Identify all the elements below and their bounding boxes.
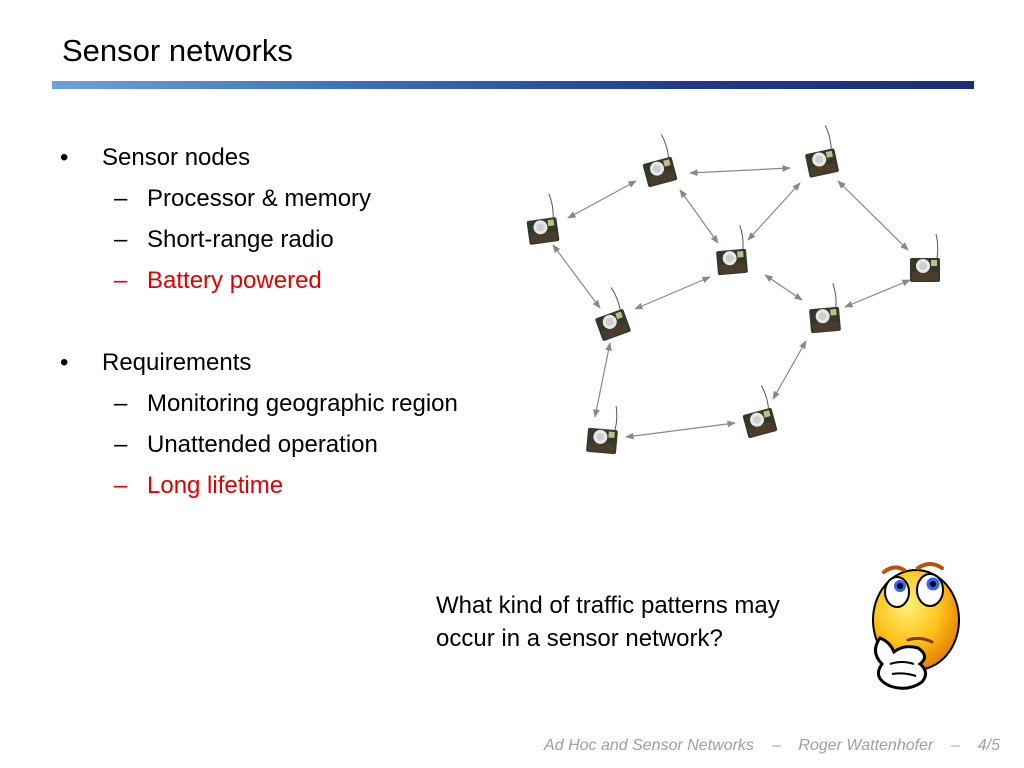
sub-item-label: Monitoring geographic region (147, 390, 458, 417)
link (837, 180, 909, 251)
link (844, 279, 911, 308)
dash-icon: – (114, 185, 128, 212)
bullet-label: Sensor nodes (102, 144, 251, 171)
sensor-node (585, 403, 621, 455)
sub-item-label: Short-range radio (147, 226, 334, 253)
sub-item-label: Battery powered (147, 267, 322, 294)
link (747, 182, 801, 241)
sensor-node (522, 192, 561, 246)
sensor-node (909, 233, 941, 283)
sensor-node (735, 383, 779, 439)
thinking-face-icon (872, 562, 960, 690)
links (552, 165, 911, 440)
sensor-node (586, 285, 632, 342)
link (625, 420, 736, 440)
sensor-node (799, 124, 840, 179)
dash-icon: – (114, 390, 128, 417)
sub-item-label: Processor & memory (147, 185, 372, 212)
footer-author: Roger Wattenhofer (798, 737, 934, 754)
sensor-node (806, 282, 842, 334)
link (567, 180, 637, 219)
question-line: What kind of traffic patterns may (436, 592, 780, 619)
dash-icon: – (114, 267, 128, 294)
link (772, 340, 807, 400)
sub-item-label: Long lifetime (147, 472, 284, 499)
discussion-question: What kind of traffic patterns may occur … (436, 589, 856, 655)
footer-separator: – (771, 737, 781, 754)
footer-separator: – (951, 737, 960, 754)
bullet-label: Requirements (102, 349, 252, 376)
page-number: 4/5 (977, 737, 1000, 754)
title-divider (52, 81, 974, 89)
dash-icon: – (114, 472, 128, 499)
link (689, 165, 791, 176)
question-line: occur in a sensor network? (436, 625, 723, 652)
bullet-icon: • (60, 349, 69, 376)
sensor-node (635, 132, 679, 188)
dash-icon: – (114, 431, 128, 458)
link (764, 274, 803, 301)
link (552, 244, 601, 309)
slide-title: Sensor networks (62, 33, 293, 68)
link (593, 342, 612, 418)
dash-icon: – (114, 226, 128, 253)
sensor-network-diagram (522, 124, 941, 455)
link (679, 189, 719, 244)
sub-item-label: Unattended operation (147, 431, 378, 458)
sensor-node (713, 224, 749, 276)
bullet-icon: • (60, 144, 69, 171)
slide-footer: Ad Hoc and Sensor Networks – Roger Watte… (544, 737, 1000, 755)
link (634, 276, 711, 310)
footer-course: Ad Hoc and Sensor Networks (544, 737, 754, 754)
